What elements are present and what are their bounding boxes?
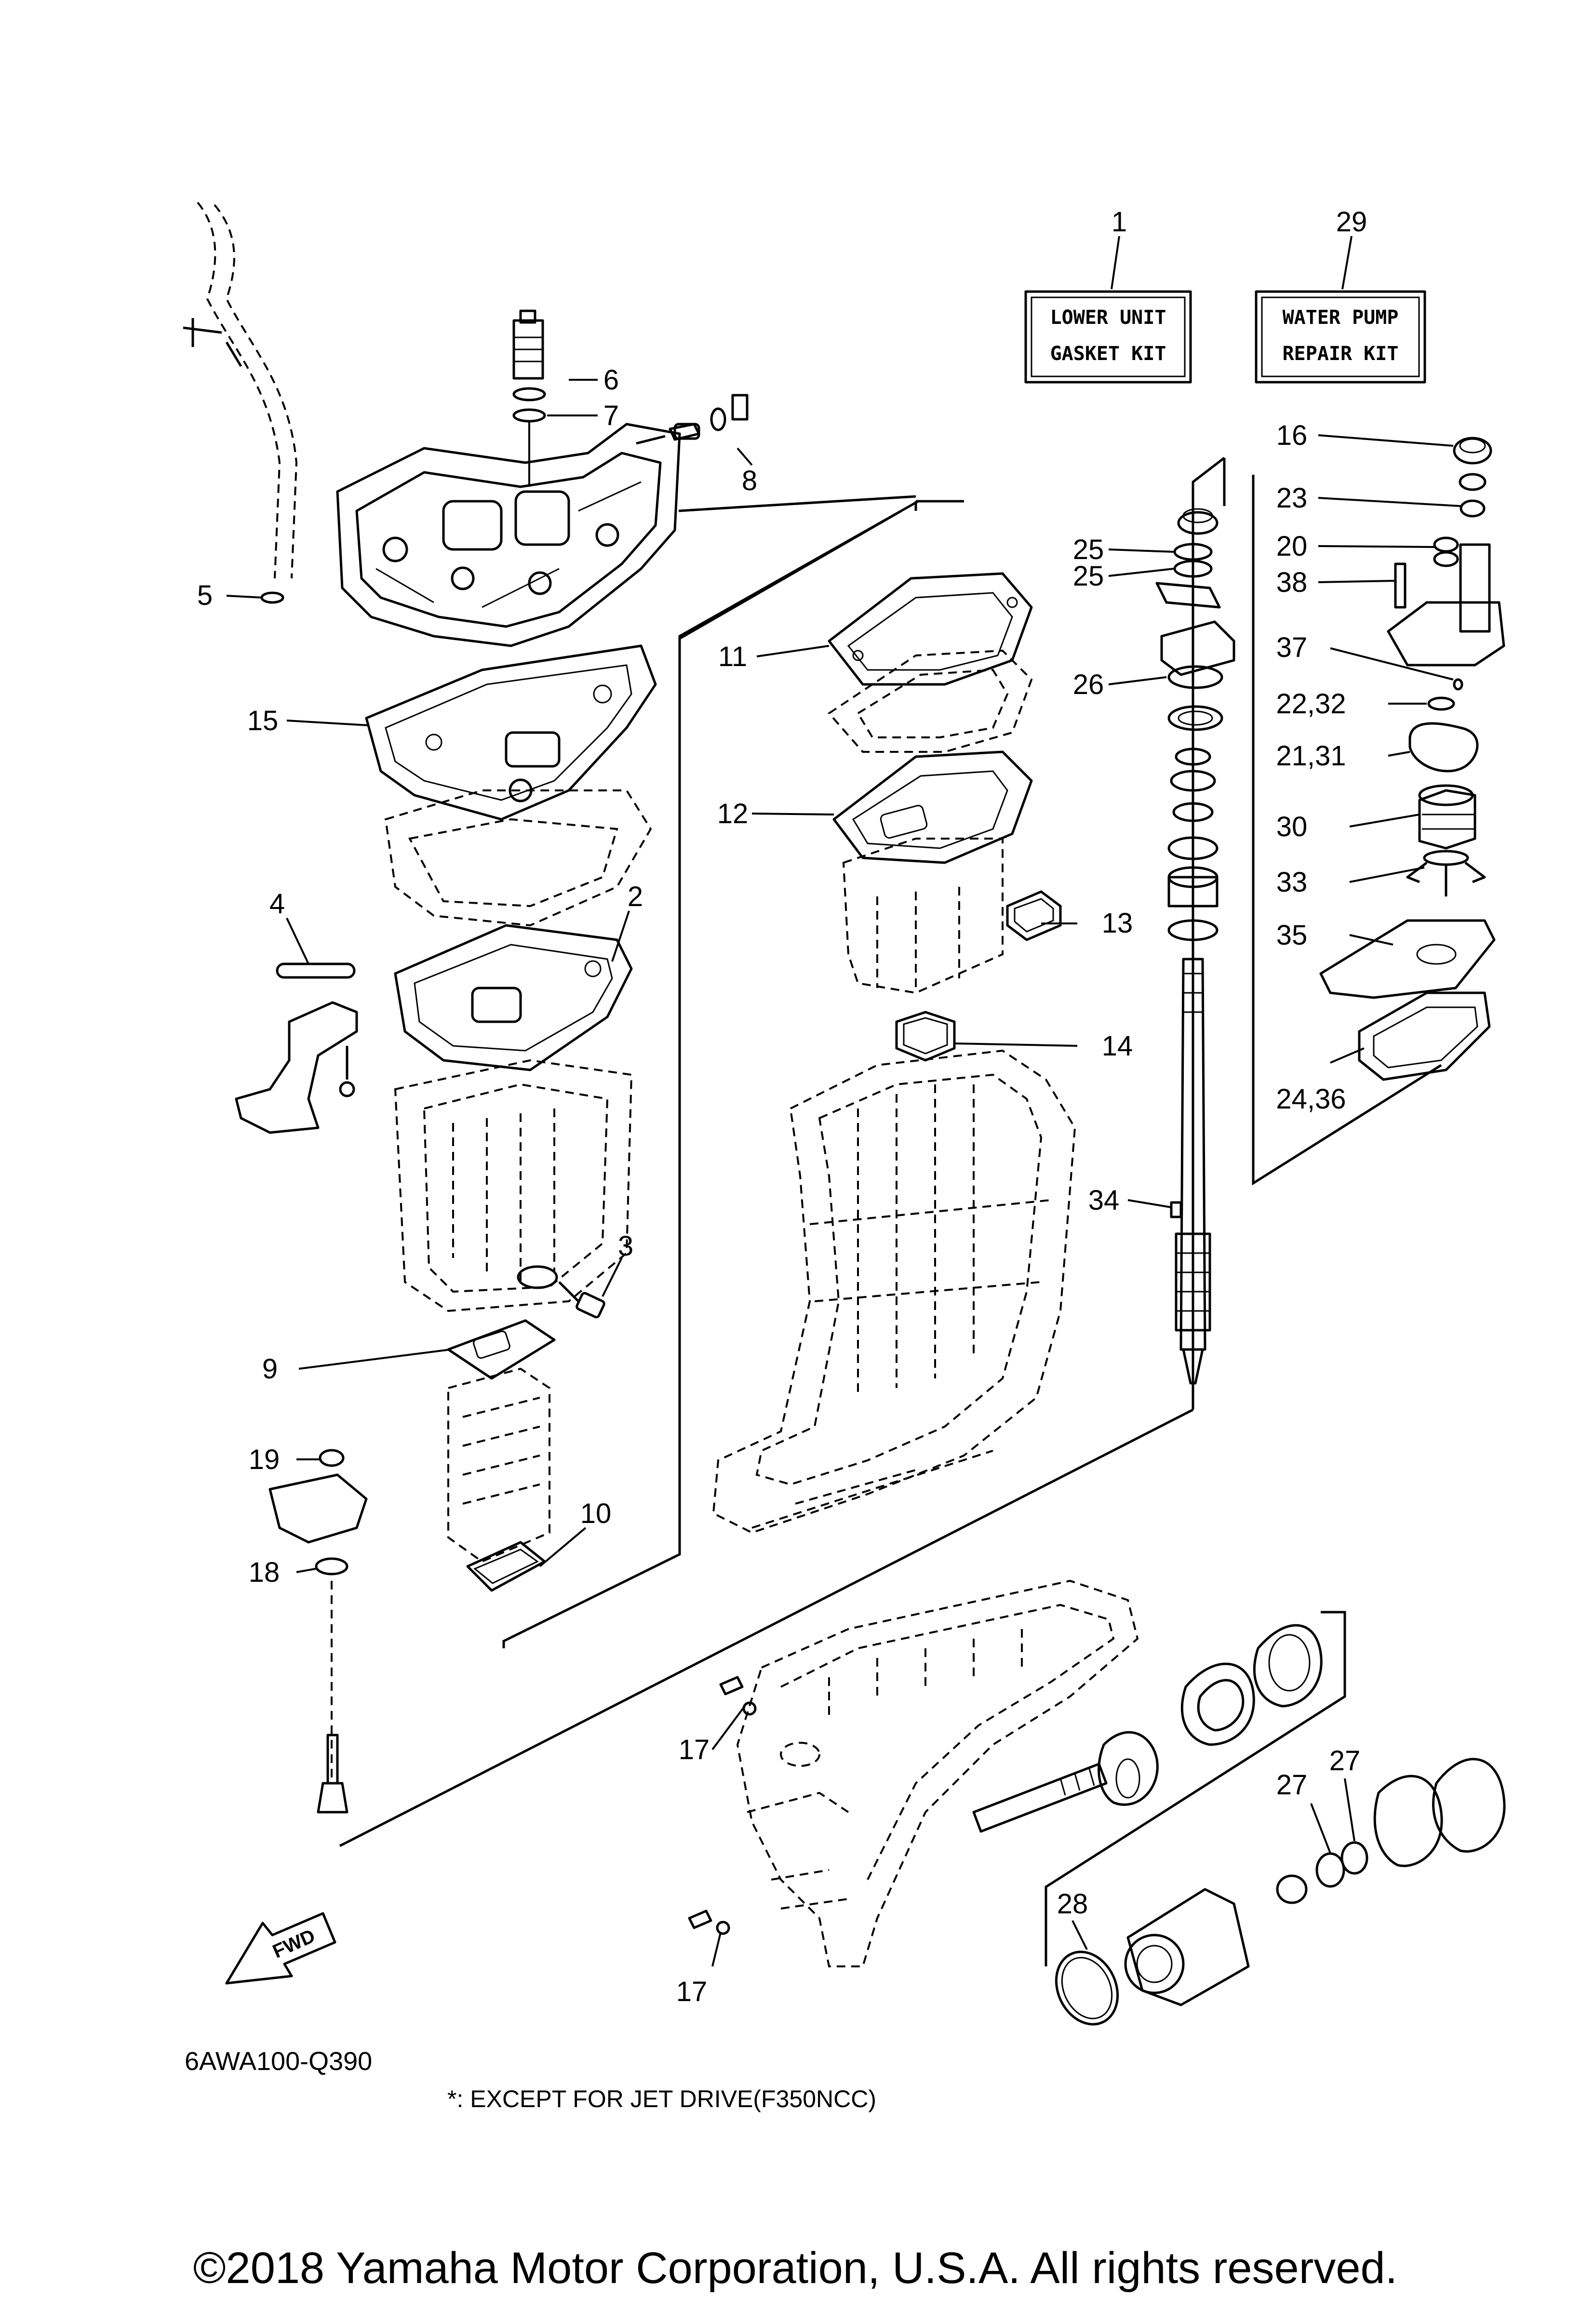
label-11: 11	[718, 641, 747, 672]
plugs-17	[688, 1676, 757, 1935]
label-34: 34	[1088, 1185, 1120, 1216]
label-37: 37	[1276, 632, 1308, 663]
kit-pump-line1: WATER PUMP	[1283, 307, 1399, 329]
gasket-12	[832, 750, 1033, 864]
gasket-15	[365, 644, 657, 821]
drive-shaft-housing	[712, 1049, 1076, 1534]
propeller-shaft-housing	[1124, 1758, 1506, 2006]
seal-4-and-bracket	[235, 962, 358, 1134]
jet-drive-note: *: EXCEPT FOR JET DRIVE(F350NCC)	[447, 2085, 876, 2112]
oil-filler-parts	[512, 309, 749, 487]
drain-bolt-3	[558, 1281, 605, 1319]
drive-shaft-parts	[1155, 508, 1235, 1385]
label-1: 1	[1112, 206, 1127, 238]
exhaust-guide	[447, 1367, 550, 1563]
kit-pump-line2: REPAIR KIT	[1283, 343, 1399, 365]
water-pump-repair-kit-box: WATER PUMP REPAIR KIT	[1255, 290, 1426, 384]
label-5: 5	[197, 580, 213, 611]
gasket-11-lower	[827, 649, 1033, 753]
label-28: 28	[1057, 1888, 1088, 1920]
label-3: 3	[618, 1230, 633, 1262]
label-21-31: 21,31	[1276, 740, 1346, 772]
label-30: 30	[1276, 811, 1308, 842]
label-38: 38	[1276, 567, 1308, 598]
label-16: 16	[1276, 420, 1308, 451]
label-35: 35	[1276, 920, 1308, 951]
label-18: 18	[249, 1557, 280, 1588]
label-8: 8	[742, 465, 757, 496]
part-number-labels: 1 2 3 4 5 6 7 8 9 10 11 12 13 14 15 16 1…	[197, 206, 1367, 2007]
label-26: 26	[1073, 669, 1104, 700]
label-22-32: 22,32	[1276, 688, 1346, 720]
label-27b: 27	[1329, 1745, 1361, 1776]
label-9: 9	[262, 1353, 278, 1385]
label-13: 13	[1102, 908, 1133, 939]
prop-shaft-and-gears	[972, 1624, 1323, 1833]
label-24-36: 24,36	[1276, 1083, 1346, 1115]
gasket-9	[447, 1319, 556, 1380]
exhaust-housing	[842, 838, 1004, 994]
water-pump-parts	[1319, 437, 1505, 1081]
label-10: 10	[580, 1498, 612, 1529]
o-ring-28	[1055, 1950, 1119, 2026]
diagram-code: 6AWA100-Q390	[185, 2047, 372, 2076]
oil-pan	[394, 1059, 633, 1312]
label-25a: 25	[1073, 534, 1104, 565]
kit-lower-line1: LOWER UNIT	[1050, 307, 1166, 329]
label-17a: 17	[679, 1734, 710, 1765]
lower-case	[736, 1579, 1139, 1967]
label-12: 12	[717, 798, 749, 829]
label-23: 23	[1276, 482, 1308, 514]
label-2: 2	[628, 881, 643, 912]
label-20: 20	[1276, 531, 1308, 562]
label-4: 4	[269, 888, 285, 920]
label-27a: 27	[1276, 1769, 1308, 1801]
seal-14	[895, 1011, 956, 1062]
seal-10	[466, 1541, 546, 1592]
label-33: 33	[1276, 867, 1308, 898]
label-25b: 25	[1073, 561, 1104, 592]
label-7: 7	[603, 400, 619, 431]
label-29: 29	[1336, 206, 1367, 238]
fwd-arrow-icon: FWD	[225, 1912, 336, 1985]
shift-rod-assembly	[268, 1449, 368, 1814]
gasket-2	[394, 924, 633, 1071]
upper-casing	[384, 789, 652, 927]
lower-unit-gasket-kit-box: LOWER UNIT GASKET KIT	[1024, 290, 1192, 384]
gasket-11	[828, 572, 1033, 686]
label-15: 15	[247, 705, 279, 736]
leader-lines	[226, 379, 1461, 1967]
label-14: 14	[1102, 1030, 1133, 1062]
exhaust-manifold	[336, 423, 681, 647]
kit-lower-line2: GASKET KIT	[1050, 343, 1166, 365]
dipstick-tube	[183, 201, 298, 604]
seal-13	[1006, 890, 1062, 941]
label-17b: 17	[676, 1976, 708, 2007]
label-19: 19	[249, 1444, 280, 1475]
label-6: 6	[603, 364, 619, 396]
copyright-footer: ©2018 Yamaha Motor Corporation, U.S.A. A…	[193, 2244, 1397, 2293]
